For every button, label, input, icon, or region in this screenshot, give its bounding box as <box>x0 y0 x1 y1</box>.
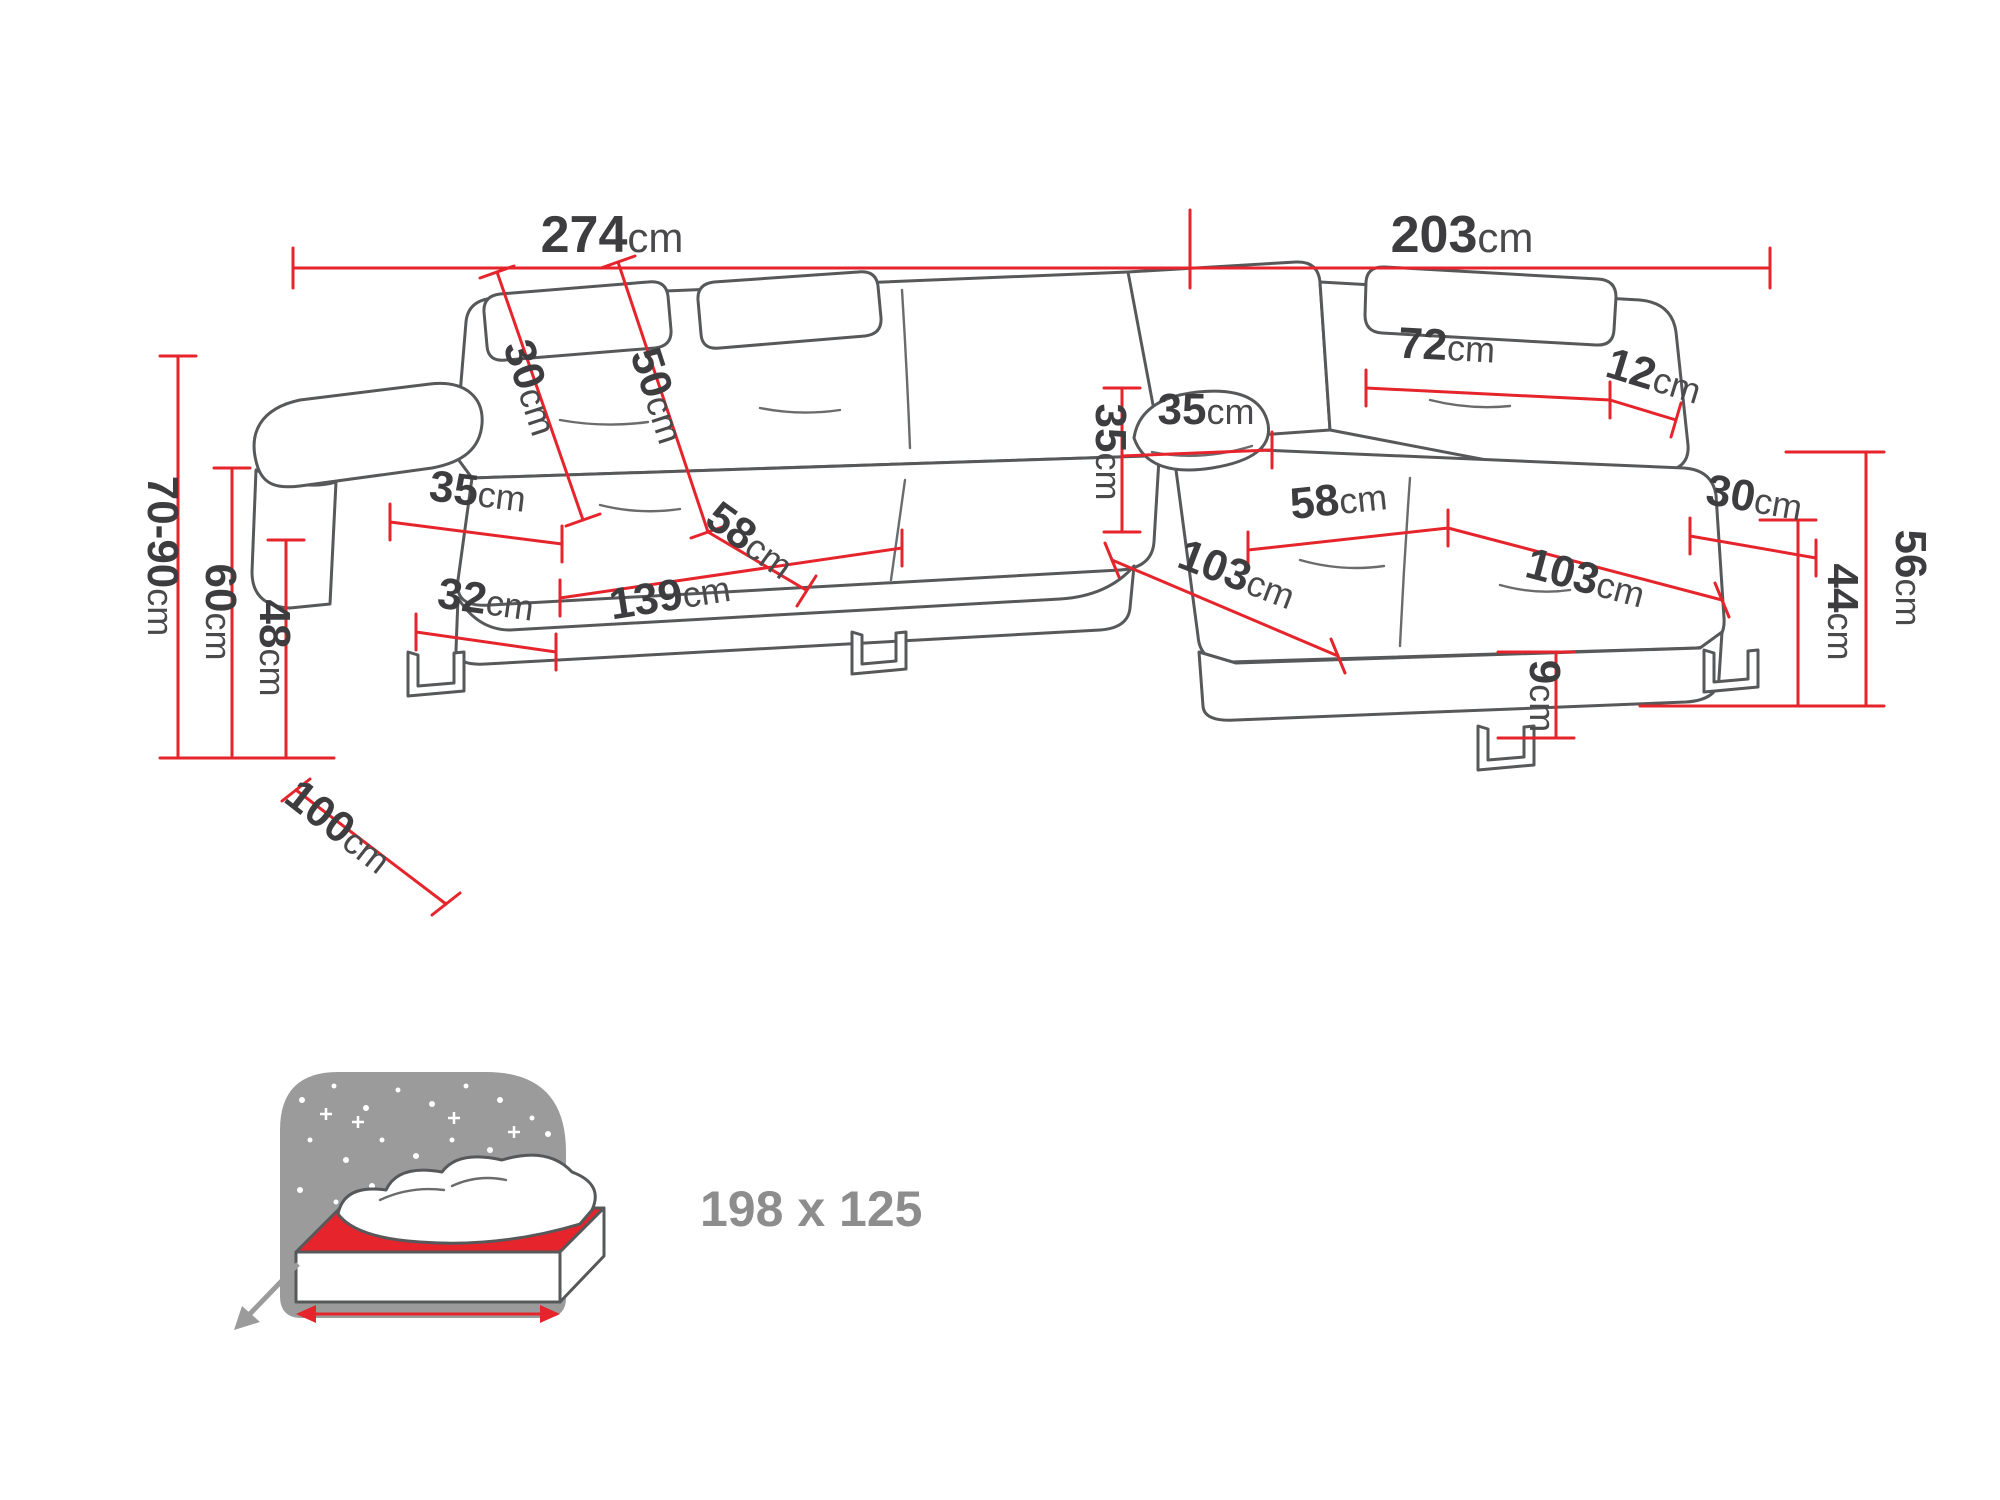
dim-label-headrest-right-width: 72cm <box>1397 319 1496 373</box>
sofa-legs <box>406 630 1760 772</box>
dim-label-height-total: 70-90cm <box>138 476 187 637</box>
upholstery-creases <box>558 288 1572 648</box>
sleeping-function-icon: 198 x 125 <box>234 1072 922 1330</box>
dim-label-armrest-width: 32cm <box>435 569 538 631</box>
dim-label-width-left: 274cm <box>541 206 684 264</box>
unfold-arrow-gray <box>234 1262 300 1330</box>
dim-label-seat-height: 48cm <box>250 600 299 697</box>
dim-label-pillow-height: 35cm <box>1086 404 1135 501</box>
bed-side-face <box>558 1206 606 1304</box>
bed-duvet <box>336 1153 597 1245</box>
sofa-headrest-left-1 <box>482 280 673 362</box>
dimension-lines <box>158 208 1886 917</box>
dim-label-armrest-height: 60cm <box>196 564 245 661</box>
sofa-illustration <box>250 260 1760 772</box>
sofa-headrest-left-2 <box>696 270 883 350</box>
dim-label-right-seat-height: 44cm <box>1818 564 1867 661</box>
dim-label-depth: 100cm <box>276 770 402 883</box>
dim-label-chaise-seat-depth: 58cm <box>1288 470 1390 529</box>
duvet-folds <box>378 1176 508 1202</box>
dim-label-right-height: 56cm <box>1886 530 1935 627</box>
sofa-seat-left <box>456 440 1162 607</box>
sofa-chaise-front <box>1197 630 1724 722</box>
dim-label-pillow-width: 35cm <box>1158 385 1255 434</box>
sofa-armrest-left-top <box>252 381 484 489</box>
unfold-arrow-red <box>296 1305 560 1323</box>
dim-label-seat-width-left: 139cm <box>606 562 734 629</box>
dim-label-width-right: 203cm <box>1391 206 1534 264</box>
dim-label-leg-height: 9cm <box>1520 660 1569 732</box>
bed-front-face <box>294 1250 562 1304</box>
dim-label-armrest-top-width: 35cm <box>427 461 529 521</box>
sofa-front-left <box>454 564 1136 666</box>
sleeping-area-label: 198 x 125 <box>700 1181 922 1237</box>
dim-label-backrest-right-height: 30cm <box>1703 465 1807 530</box>
